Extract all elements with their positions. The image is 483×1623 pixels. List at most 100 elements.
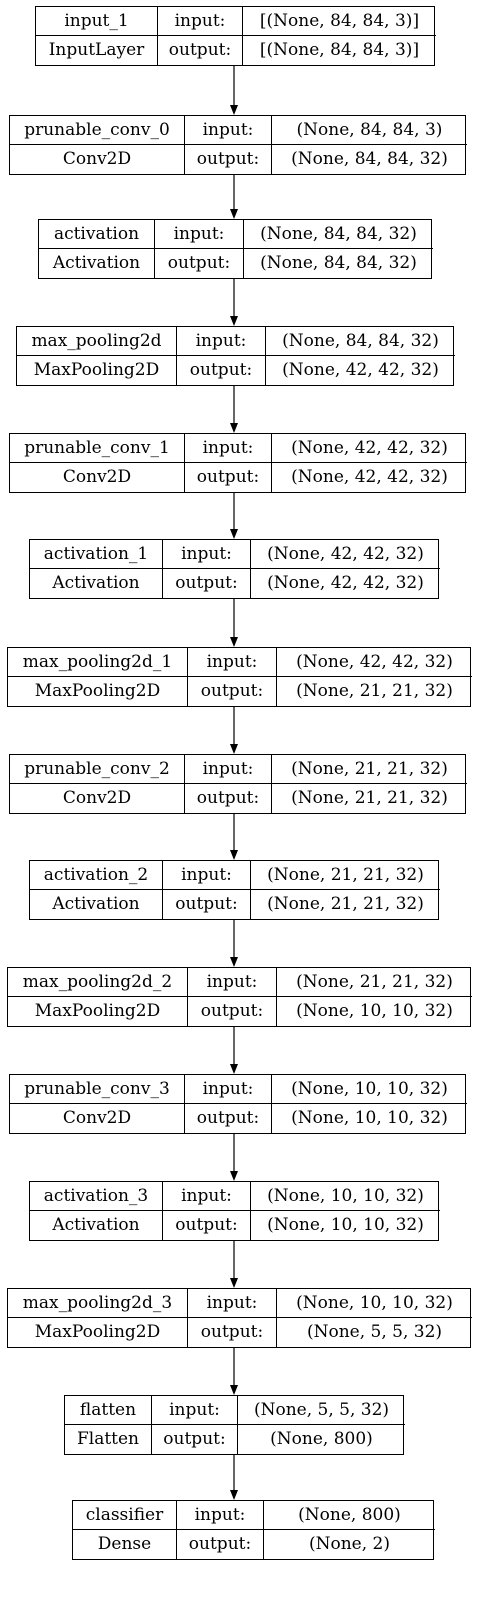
output-shape: (None, 10, 10, 32) [267,1215,424,1235]
arrowhead-icon [230,1064,238,1074]
output-label: output: [188,997,277,1026]
output-label: output: [152,1425,238,1454]
output-label: output: [188,1318,277,1347]
layer-type: MaxPooling2D [8,1318,188,1347]
layer-name: max_pooling2d_3 [8,1289,188,1318]
output-label: output: [155,249,244,278]
output-label: output: [185,1104,272,1133]
input-shape: (None, 800) [264,1501,435,1530]
input-shape: (None, 21, 21, 32) [272,755,467,784]
input-label: input: [158,7,243,36]
layer-name: activation_2 [30,861,163,890]
layer-type: Activation [30,1211,163,1240]
output-label: output: [163,890,251,919]
layer-type: Conv2D [10,145,185,174]
output-label: output: [177,1530,264,1559]
layer-type: InputLayer [36,36,158,65]
layer-name: activation_3 [30,1182,163,1211]
input-label: input: [188,968,277,997]
arrowhead-icon [230,209,238,219]
output-shape: [(None, 84, 84, 3)] [259,40,420,60]
input-shape: (None, 84, 84, 32) [244,220,433,249]
layer-type: MaxPooling2D [8,997,188,1026]
layer-name: prunable_conv_0 [10,116,185,145]
arrowhead-icon [230,957,238,967]
input-label: input: [188,648,277,677]
arrowhead-icon [230,744,238,754]
arrowhead-icon [230,529,238,539]
arrowhead-icon [230,850,238,860]
input-shape: (None, 21, 21, 32) [277,968,472,997]
layer-name: max_pooling2d_2 [8,968,188,997]
input-label: input: [163,861,251,890]
output-shape: (None, 10, 10, 32) [291,1108,448,1128]
arrowhead-icon [230,316,238,326]
output-label: output: [177,356,266,385]
layer-name: flatten [65,1396,152,1425]
layer-type: Conv2D [10,784,185,813]
output-label: output: [185,145,272,174]
layer-type: Activation [30,890,163,919]
layer-type: MaxPooling2D [8,677,188,706]
arrowhead-icon [230,1490,238,1500]
output-label: output: [163,1211,251,1240]
layer-type: Activation [30,569,163,598]
layer-name: classifier [73,1501,177,1530]
input-shape: (None, 84, 84, 32) [266,327,455,356]
layer-type: Flatten [65,1425,152,1454]
output-label: output: [188,677,277,706]
output-shape: (None, 800) [270,1429,373,1449]
layer-type: Conv2D [10,463,185,492]
input-shape: (None, 42, 42, 32) [277,648,472,677]
layer-name: max_pooling2d_1 [8,648,188,677]
input-shape: [(None, 84, 84, 3)] [243,7,436,36]
layer-name: prunable_conv_1 [10,434,185,463]
output-shape: (None, 21, 21, 32) [291,788,448,808]
output-shape: (None, 21, 21, 32) [267,894,424,914]
input-shape: (None, 10, 10, 32) [277,1289,472,1318]
output-label: output: [163,569,251,598]
input-label: input: [177,327,266,356]
input-label: input: [188,1289,277,1318]
output-shape: (None, 42, 42, 32) [282,360,439,380]
layer-name: activation [39,220,155,249]
output-shape: (None, 42, 42, 32) [267,573,424,593]
layer-name: input_1 [36,7,158,36]
input-shape: (None, 21, 21, 32) [251,861,440,890]
input-label: input: [185,755,272,784]
output-label: output: [185,784,272,813]
arrowhead-icon [230,105,238,115]
input-shape: (None, 42, 42, 32) [251,540,440,569]
input-label: input: [177,1501,264,1530]
layer-type: Conv2D [10,1104,185,1133]
arrowhead-icon [230,423,238,433]
output-shape: (None, 2) [308,1534,390,1554]
layer-name: prunable_conv_2 [10,755,185,784]
arrowhead-icon [230,637,238,647]
input-label: input: [163,540,251,569]
output-label: output: [158,36,243,65]
layer-type: MaxPooling2D [17,356,177,385]
input-shape: (None, 84, 84, 3) [272,116,467,145]
input-label: input: [185,1075,272,1104]
output-shape: (None, 84, 84, 32) [291,149,448,169]
output-shape: (None, 10, 10, 32) [296,1001,453,1021]
output-shape: (None, 42, 42, 32) [291,467,448,487]
input-label: input: [185,434,272,463]
